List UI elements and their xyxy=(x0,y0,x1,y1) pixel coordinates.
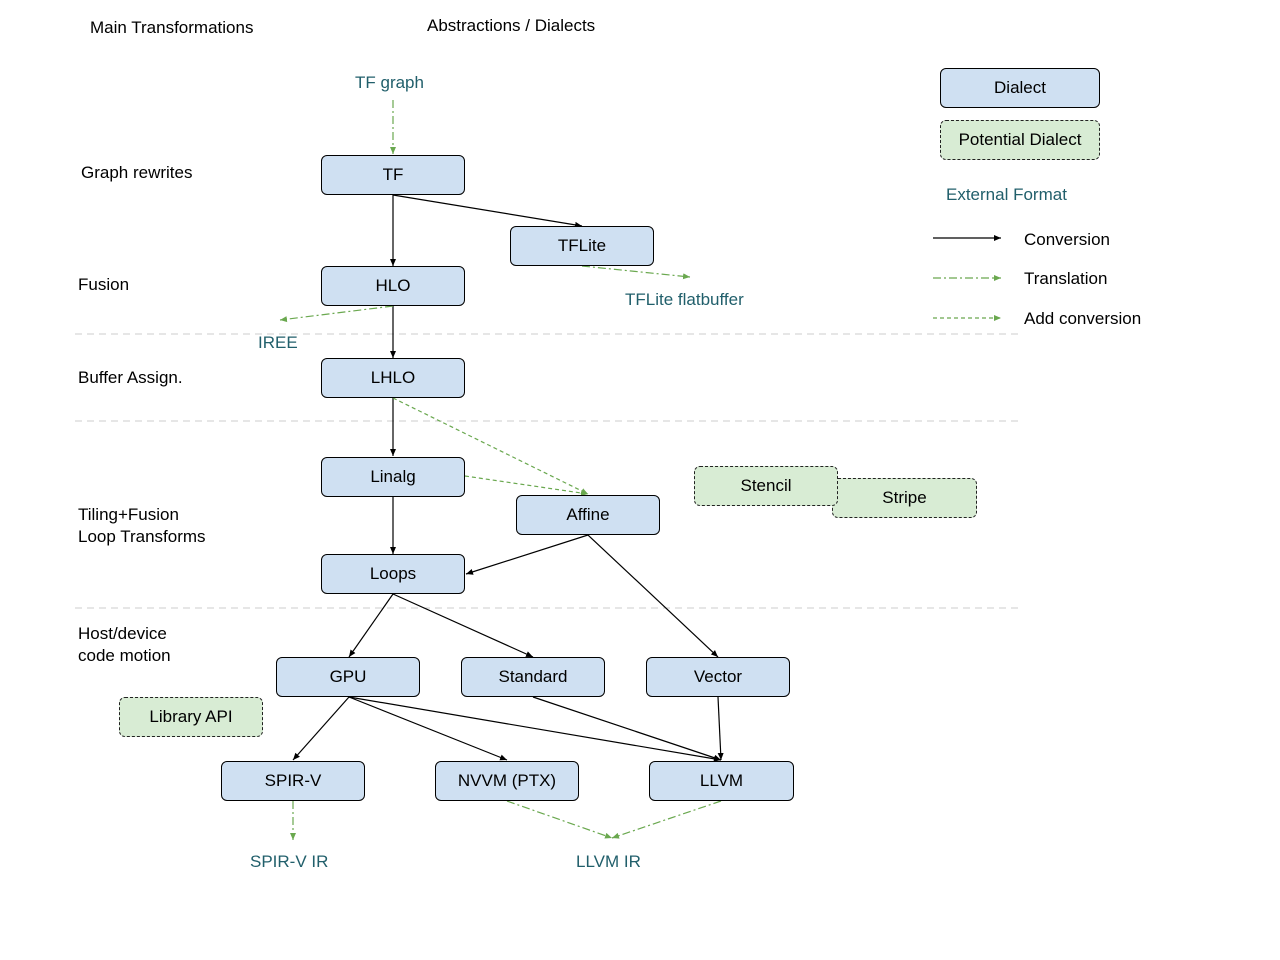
dialect-spirv: SPIR-V xyxy=(221,761,365,801)
dialect-gpu: GPU xyxy=(276,657,420,697)
legend-translation-label: Translation xyxy=(1024,269,1108,288)
edge-nvvm-llvmir xyxy=(506,800,613,839)
header-main-transformations: Main Transformations xyxy=(90,18,254,37)
external-spirv-ir: SPIR-V IR xyxy=(250,852,329,871)
edge-affine-loops xyxy=(465,534,589,575)
external-tflite-flatbuffer: TFLite flatbuffer xyxy=(625,290,744,309)
stage-buffer-assign: Buffer Assign. xyxy=(78,368,183,387)
stage-host-device: Host/device xyxy=(78,624,167,643)
edge-gpu-nvvm xyxy=(348,696,508,761)
edge-loops-standard xyxy=(392,593,534,658)
legend-external-format: External Format xyxy=(946,185,1067,204)
dialect-nvvm: NVVM (PTX) xyxy=(435,761,579,801)
dialect-standard: Standard xyxy=(461,657,605,697)
dialect-lhlo: LHLO xyxy=(321,358,465,398)
legend-potential-dialect-box: Potential Dialect xyxy=(940,120,1100,160)
edge-tflite-flatbuffer xyxy=(581,265,691,280)
edge-affine-vector xyxy=(587,534,719,658)
potential-stencil: Stencil xyxy=(694,466,838,506)
stage-fusion: Fusion xyxy=(78,275,130,294)
external-tf-graph: TF graph xyxy=(355,73,424,92)
dialect-loops: Loops xyxy=(321,554,465,594)
edge-vector-llvm xyxy=(717,696,724,761)
potential-library-api: Library API xyxy=(119,697,263,737)
edge-lhlo-affine xyxy=(392,397,589,495)
stage-graph-rewrites: Graph rewrites xyxy=(81,163,193,182)
edge-standard-llvm xyxy=(532,696,722,761)
edge-llvm-llvmir xyxy=(611,800,722,839)
dialect-vector: Vector xyxy=(646,657,790,697)
legend-line-samples xyxy=(933,235,1001,321)
dialect-tflite: TFLite xyxy=(510,226,654,266)
dialect-linalg: Linalg xyxy=(321,457,465,497)
edge-gpu-spirv xyxy=(292,696,350,761)
legend-dialect-box: Dialect xyxy=(940,68,1100,108)
legend-conversion-label: Conversion xyxy=(1024,230,1110,249)
dialect-llvm: LLVM xyxy=(649,761,794,801)
dialect-hlo: HLO xyxy=(321,266,465,306)
legend-add-conversion-label: Add conversion xyxy=(1024,309,1142,328)
dialect-tf: TF xyxy=(321,155,465,195)
external-iree: IREE xyxy=(258,333,298,352)
edge-loops-gpu xyxy=(348,593,394,658)
potential-stripe: Stripe xyxy=(832,478,977,518)
section-separators xyxy=(75,333,1020,609)
edge-hlo-iree xyxy=(279,305,394,323)
edge-tf-tflite xyxy=(392,194,583,228)
conversion-edges xyxy=(292,194,724,762)
stage-code-motion: code motion xyxy=(78,646,171,665)
stage-tiling-fusion: Tiling+Fusion xyxy=(78,505,179,524)
add-conversion-edges xyxy=(392,397,589,496)
translation-edges xyxy=(279,100,722,840)
edge-gpu-llvm xyxy=(348,696,722,762)
stage-loop-transforms: Loop Transforms xyxy=(78,527,206,546)
external-llvm-ir: LLVM IR xyxy=(576,852,641,871)
dialect-affine: Affine xyxy=(516,495,660,535)
header-abstractions: Abstractions / Dialects xyxy=(427,16,596,35)
